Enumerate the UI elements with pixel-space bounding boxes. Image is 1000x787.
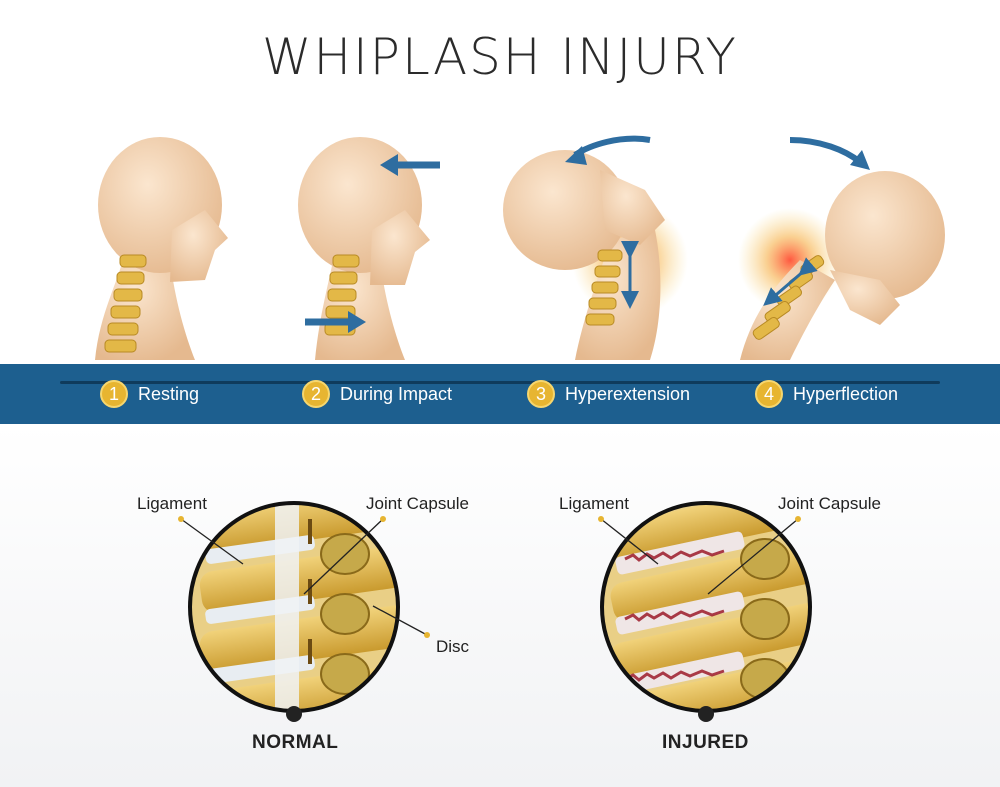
step-label: Resting — [138, 383, 200, 404]
injured-joint-capsule-label: Joint Capsule — [778, 494, 882, 513]
normal-caption: NORMAL — [252, 732, 339, 753]
step-hyperextension: 3 Hyperextension — [527, 379, 690, 409]
normal-joint-capsule-label: Joint Capsule — [366, 494, 470, 513]
hyperextension-head-figure — [503, 135, 688, 360]
band-divider — [60, 381, 940, 384]
injured-caption: INJURED — [662, 732, 749, 753]
injured-ligament-label: Ligament — [559, 494, 629, 513]
hyperflection-head-figure — [738, 137, 945, 360]
step-during-impact: 2 During Impact — [302, 379, 452, 409]
resting-head-figure — [95, 137, 228, 360]
injured-spine-closeup — [600, 501, 812, 722]
step-label: During Impact — [340, 383, 453, 404]
spine-comparison-graphics — [178, 501, 812, 722]
step-resting: 1 Resting — [100, 379, 199, 409]
impact-head-figure — [298, 137, 440, 360]
head-illustrations — [95, 135, 945, 360]
curved-arrow-back-icon — [573, 135, 651, 158]
compression-arrow-icon — [763, 257, 818, 306]
step-label: Hyperextension — [565, 383, 691, 404]
curved-arrow-forward-icon — [789, 137, 862, 165]
step-hyperflection: 4 Hyperflection — [755, 379, 898, 409]
step-label: Hyperflection — [793, 383, 899, 404]
steps-band: 1 Resting 2 During Impact 3 Hyperextensi… — [0, 364, 1000, 424]
spine-comparison-section: Ligament Joint Capsule Disc NORMAL Ligam… — [0, 424, 1000, 787]
step-number-badge: 1 — [100, 380, 128, 408]
callout-leader-lines — [180, 518, 799, 636]
step-number-badge: 2 — [302, 380, 330, 408]
normal-ligament-label: Ligament — [137, 494, 207, 513]
page-title: WHIPLASH INJURY — [262, 28, 738, 86]
step-number-badge: 4 — [755, 380, 783, 408]
normal-disc-label: Disc — [436, 637, 470, 656]
step-number-badge: 3 — [527, 380, 555, 408]
normal-spine-closeup — [188, 501, 400, 722]
